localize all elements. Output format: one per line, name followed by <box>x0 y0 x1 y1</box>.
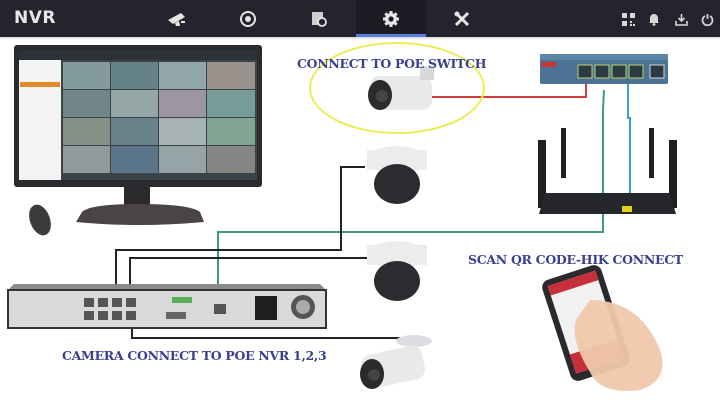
network-diagram: CONNECT TO POE SWITCH SCAN QR CODE-HIK C… <box>0 40 720 406</box>
poe-switch <box>540 54 668 84</box>
topbar-divider <box>0 37 720 40</box>
mouse <box>29 204 51 236</box>
qr-code-icon <box>621 12 635 26</box>
label-connect-poe-switch: CONNECT TO POE SWITCH <box>297 56 487 71</box>
label-camera-connect-poe-nvr: CAMERA CONNECT TO POE NVR 1,2,3 <box>62 348 327 363</box>
qr-code-button[interactable] <box>619 10 637 28</box>
nav-maintenance[interactable] <box>427 0 497 37</box>
power-icon <box>701 13 713 26</box>
playback-icon <box>240 10 256 27</box>
nav-playback[interactable] <box>213 0 283 37</box>
dome-camera-2 <box>367 241 427 301</box>
export-button[interactable] <box>672 10 690 28</box>
label-scan-qr-hik-connect: SCAN QR CODE-HIK CONNECT <box>468 252 683 267</box>
app-title: NVR <box>14 8 56 28</box>
diagram-graphic <box>7 42 677 391</box>
nav-file-management[interactable] <box>284 0 354 37</box>
nvr-recorder <box>7 284 327 329</box>
power-button[interactable] <box>698 10 716 28</box>
bell-icon <box>649 14 659 26</box>
bullet-camera-nvr <box>360 335 432 389</box>
smartphone <box>542 265 663 391</box>
nav-configuration[interactable] <box>356 0 426 37</box>
tools-icon <box>454 11 470 26</box>
alarm-button[interactable] <box>645 10 663 28</box>
download-icon <box>674 13 688 26</box>
router <box>538 128 677 214</box>
monitor <box>14 45 262 225</box>
top-navigation-bar: NVR <box>0 0 720 37</box>
gear-icon <box>383 10 399 27</box>
dome-camera-1 <box>367 146 427 204</box>
file-search-icon <box>312 11 327 27</box>
nav-live-view[interactable] <box>142 0 212 37</box>
camera-icon <box>168 12 185 26</box>
bullet-camera-switch <box>368 66 434 110</box>
